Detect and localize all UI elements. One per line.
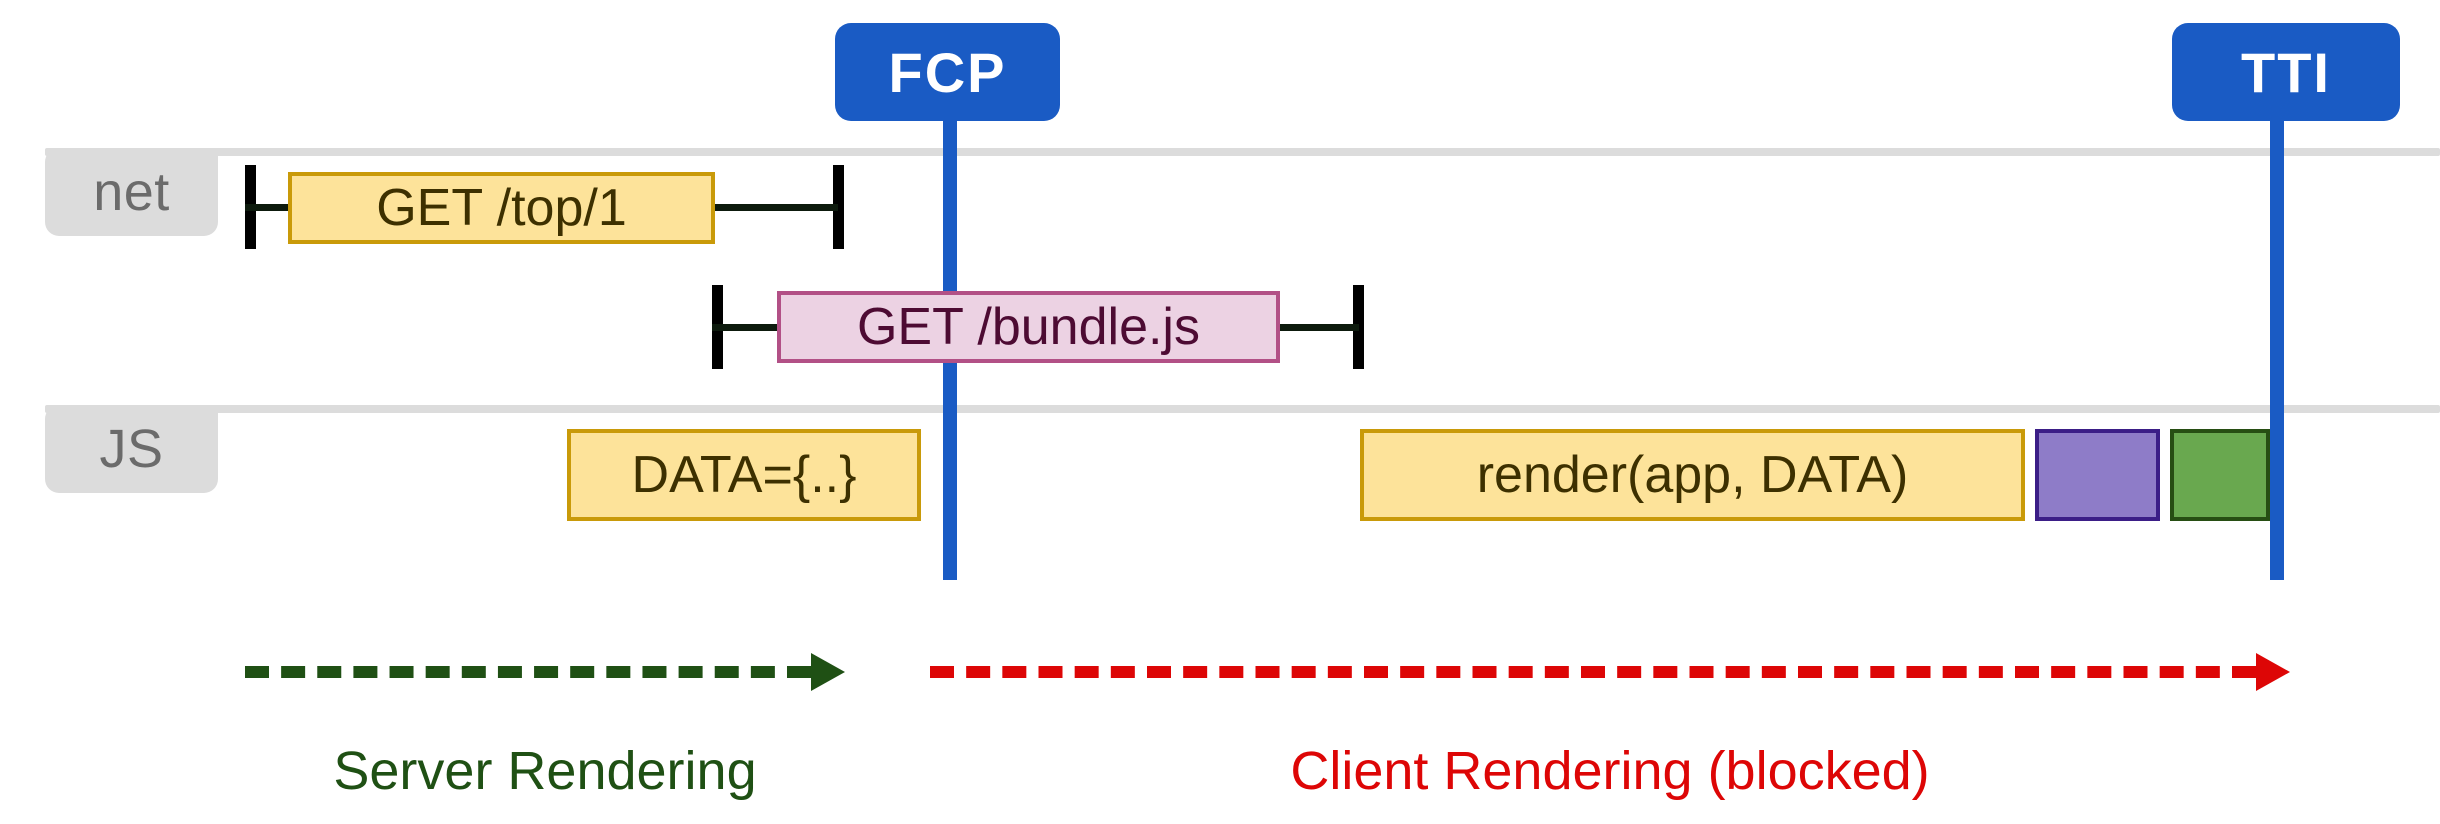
client-phase-arrow-dashes xyxy=(930,666,2256,678)
server-phase-arrow xyxy=(245,653,845,691)
tti-marker-flag[interactable]: TTI xyxy=(2172,23,2400,121)
server-phase-label: Server Rendering xyxy=(333,741,757,801)
lane-label-js-text: JS xyxy=(99,419,164,479)
fcp-marker-label: FCP xyxy=(888,40,1007,104)
client-phase-arrow xyxy=(930,653,2290,691)
bundle-request-left-stem xyxy=(712,324,782,331)
bundle-request-right-stem xyxy=(1275,324,1359,331)
bar-purple-task[interactable] xyxy=(2035,429,2160,521)
bar-render-call-label: render(app, DATA) xyxy=(1476,446,1909,504)
client-phase-arrow-head xyxy=(2256,653,2290,691)
lane-label-js: JS xyxy=(45,405,218,493)
client-phase-label: Client Rendering (blocked) xyxy=(1290,741,1930,801)
bar-data-inline[interactable]: DATA={..} xyxy=(567,429,921,521)
bar-net-request[interactable]: GET /top/1 xyxy=(288,172,715,244)
tti-marker-label: TTI xyxy=(2241,40,2331,104)
bar-data-inline-label: DATA={..} xyxy=(631,446,857,504)
bar-bundle-request[interactable]: GET /bundle.js xyxy=(777,291,1280,363)
net-request-left-stem xyxy=(245,204,295,211)
net-request-right-cap xyxy=(833,165,844,249)
lane-rule-net xyxy=(45,148,2440,156)
lane-rule-js xyxy=(45,405,2440,413)
lane-label-net-text: net xyxy=(93,162,170,222)
fcp-marker-flag[interactable]: FCP xyxy=(835,23,1060,121)
tti-marker-line xyxy=(2270,78,2284,580)
bar-green-task[interactable] xyxy=(2170,429,2270,521)
bar-bundle-request-label: GET /bundle.js xyxy=(856,298,1200,356)
bar-render-call[interactable]: render(app, DATA) xyxy=(1360,429,2025,521)
server-phase-arrow-head xyxy=(811,653,845,691)
bar-net-request-label: GET /top/1 xyxy=(376,179,627,237)
net-request-right-stem xyxy=(710,204,838,211)
lane-label-net: net xyxy=(45,148,218,236)
server-phase-arrow-dashes xyxy=(245,666,811,678)
